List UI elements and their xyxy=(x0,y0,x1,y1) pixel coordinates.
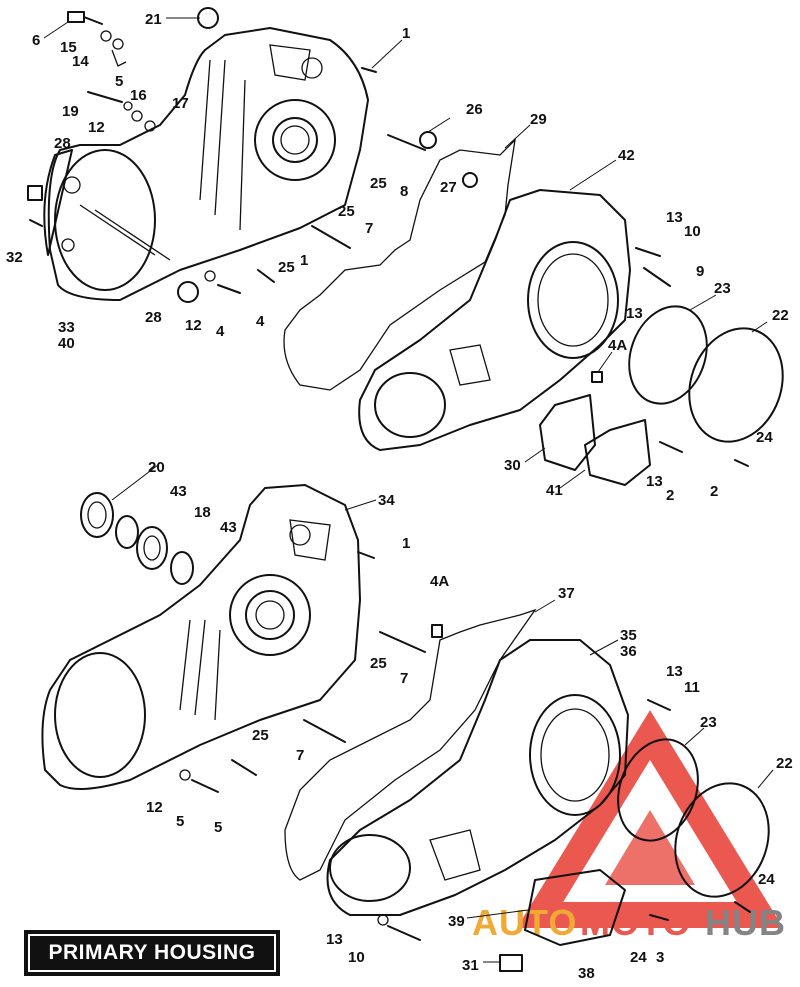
callout-4A: 4A xyxy=(608,337,627,354)
watermark-inner-triangle-icon xyxy=(605,810,695,885)
callout-7-c: 7 xyxy=(296,747,304,764)
callout-21: 21 xyxy=(145,11,162,28)
callout-4-b: 4 xyxy=(256,313,265,330)
o-ring-23-lower xyxy=(617,738,699,842)
callout-9: 9 xyxy=(696,263,704,280)
callout-12-c: 12 xyxy=(146,799,163,816)
callout-36: 36 xyxy=(620,643,637,660)
inspection-cover-41 xyxy=(584,419,651,486)
gasket-29 xyxy=(283,138,516,391)
callout-13-d: 13 xyxy=(666,663,683,680)
lower-fasteners xyxy=(179,551,751,941)
callout-31: 31 xyxy=(462,957,479,974)
callout-18: 18 xyxy=(194,504,211,521)
callout-20: 20 xyxy=(148,459,165,476)
callout-12-lower: 12 xyxy=(185,317,202,334)
leader-lines xyxy=(43,17,774,963)
watermark-text-auto: AUTO xyxy=(472,902,577,943)
o-ring-23-upper xyxy=(628,305,708,405)
gasket-37 xyxy=(284,608,537,881)
callout-34: 34 xyxy=(378,492,395,509)
callout-16: 16 xyxy=(130,87,147,104)
callout-28: 28 xyxy=(54,135,71,152)
diagram-title-plate: PRIMARY HOUSING xyxy=(24,930,280,976)
callout-3: 3 xyxy=(656,949,664,966)
callout-30: 30 xyxy=(504,457,521,474)
callout-14: 14 xyxy=(72,53,89,70)
callout-22-b: 22 xyxy=(776,755,793,772)
callout-43: 43 xyxy=(170,483,187,500)
inspection-cover-38 xyxy=(524,869,626,946)
callout-7: 7 xyxy=(365,220,373,237)
callout-1-b: 1 xyxy=(300,252,308,269)
part-callouts: 21 1 6 15 14 5 16 17 12 19 28 32 33 40 2… xyxy=(6,11,793,982)
callout-11: 11 xyxy=(684,679,700,696)
callout-26: 26 xyxy=(466,101,483,118)
watermark-text-moto: MOTO xyxy=(580,902,691,943)
callout-1-c: 1 xyxy=(402,535,410,552)
callout-40: 40 xyxy=(58,335,75,352)
callout-4A-b: 4A xyxy=(430,573,449,590)
callout-39: 39 xyxy=(448,913,465,930)
callout-13-e: 13 xyxy=(326,931,343,948)
callout-25-e: 25 xyxy=(252,727,269,744)
callout-15: 15 xyxy=(60,39,77,56)
outer-primary-cover-42 xyxy=(358,189,631,451)
callout-33: 33 xyxy=(58,319,75,336)
callout-17: 17 xyxy=(172,95,189,112)
callout-37: 37 xyxy=(558,585,575,602)
callout-6: 6 xyxy=(32,32,40,49)
callout-13: 13 xyxy=(666,209,683,226)
callout-25-b: 25 xyxy=(338,203,355,220)
callout-24-c: 24 xyxy=(630,949,647,966)
plate-31 xyxy=(499,954,523,972)
callout-4: 4 xyxy=(216,323,225,340)
callout-42: 42 xyxy=(618,147,635,164)
callout-5: 5 xyxy=(115,73,123,90)
callout-8: 8 xyxy=(400,183,408,200)
callout-29: 29 xyxy=(530,111,547,128)
callout-23: 23 xyxy=(714,280,731,297)
callout-24: 24 xyxy=(756,429,773,446)
callout-1: 1 xyxy=(402,25,410,42)
inspection-gasket-30 xyxy=(539,394,596,471)
callout-35: 35 xyxy=(620,627,637,644)
callout-10: 10 xyxy=(684,223,701,240)
inner-primary-housing-upper xyxy=(47,27,369,301)
callout-2: 2 xyxy=(666,487,674,504)
callout-23-b: 23 xyxy=(700,714,717,731)
derby-cover-22-upper xyxy=(688,327,784,443)
outer-primary-cover-35-36 xyxy=(326,639,629,916)
callout-12: 12 xyxy=(88,119,105,136)
callout-25-d: 25 xyxy=(370,655,387,672)
callout-13-c: 13 xyxy=(646,473,663,490)
callout-5-b: 5 xyxy=(176,813,184,830)
callout-25-c: 25 xyxy=(278,259,295,276)
callout-38: 38 xyxy=(578,965,595,982)
callout-43-b: 43 xyxy=(220,519,237,536)
callout-5-c: 5 xyxy=(214,819,222,836)
callout-2-b: 2 xyxy=(710,483,718,500)
automotohub-watermark: AUTO MOTO HUB xyxy=(472,710,785,943)
callout-7-b: 7 xyxy=(400,670,408,687)
callout-32: 32 xyxy=(6,249,23,266)
callout-41: 41 xyxy=(546,482,563,499)
derby-cover-22-lower xyxy=(674,782,770,898)
callout-13-b: 13 xyxy=(626,305,643,322)
callout-25: 25 xyxy=(370,175,387,192)
inner-primary-housing-lower xyxy=(41,484,361,790)
callout-10-b: 10 xyxy=(348,949,365,966)
gasket-19 xyxy=(43,149,73,256)
bearing-assembly-lower xyxy=(80,492,194,585)
callout-19: 19 xyxy=(62,103,79,120)
callout-27: 27 xyxy=(440,179,457,196)
callout-28-lower: 28 xyxy=(145,309,162,326)
callout-22: 22 xyxy=(772,307,789,324)
callout-24-b: 24 xyxy=(758,871,775,888)
